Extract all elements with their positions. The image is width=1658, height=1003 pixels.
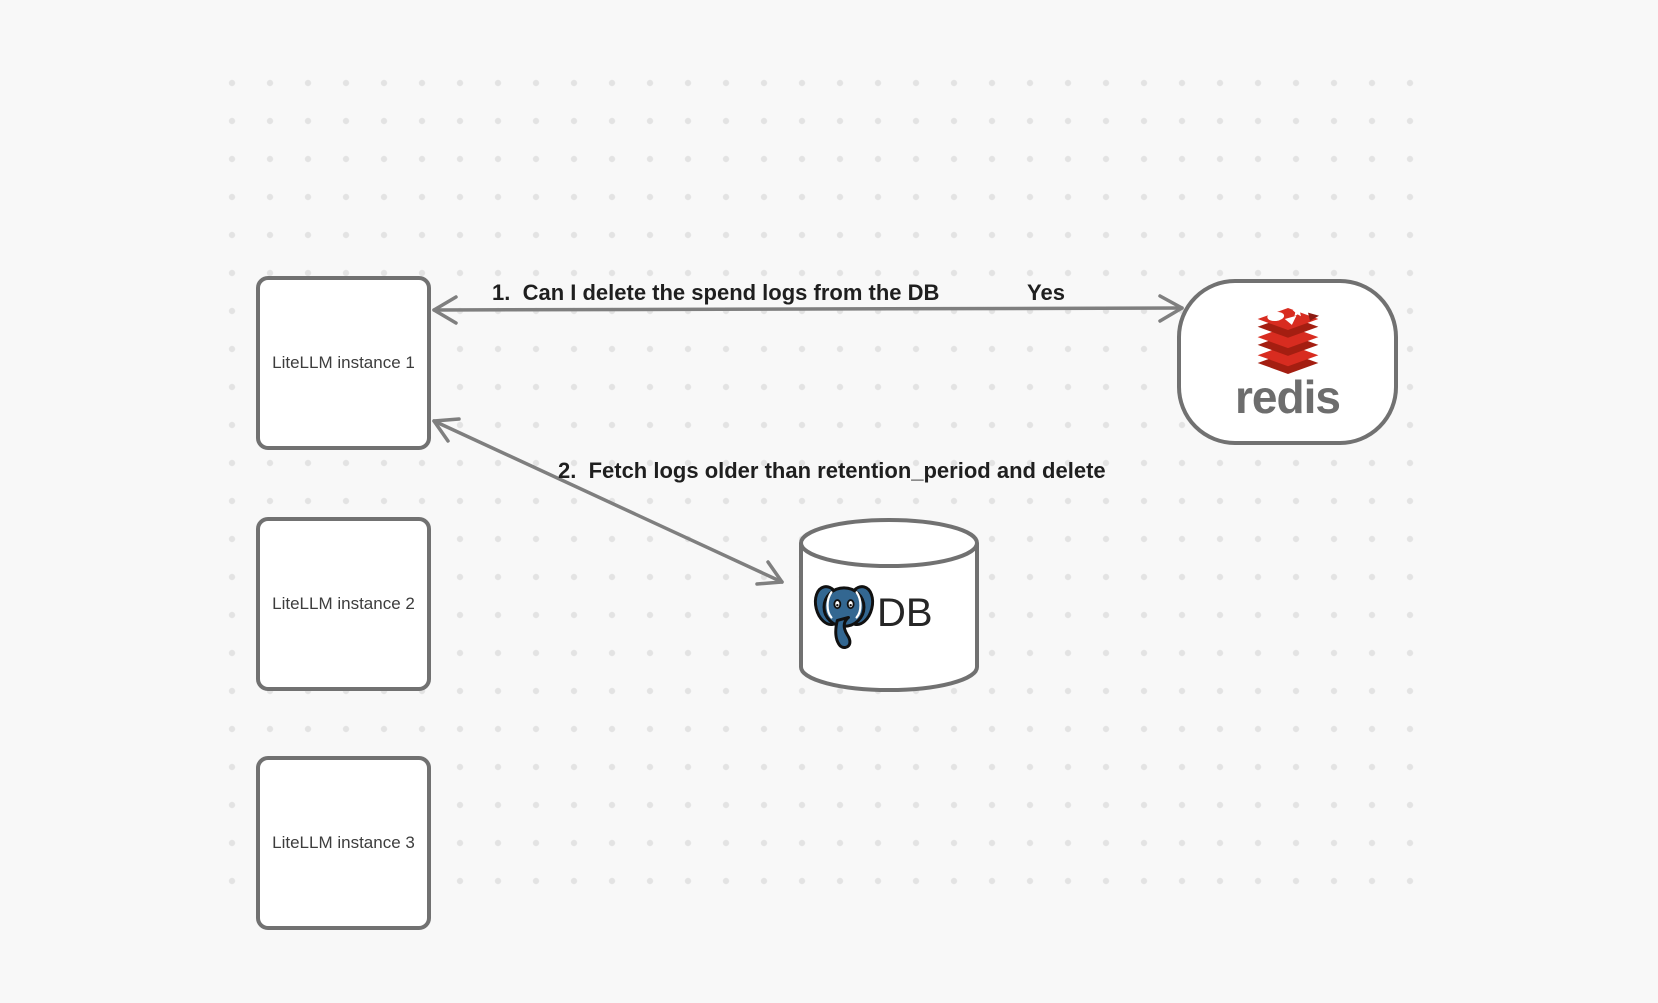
node-litellm-instance-2[interactable]: LiteLLM instance 2 bbox=[256, 517, 431, 691]
node-litellm-instance-3-label: LiteLLM instance 3 bbox=[272, 833, 415, 852]
node-database[interactable]: DB bbox=[795, 514, 983, 696]
postgresql-elephant-icon bbox=[813, 585, 875, 649]
node-litellm-instance-1-label: LiteLLM instance 1 bbox=[272, 353, 415, 372]
database-label: DB bbox=[877, 590, 933, 635]
node-litellm-instance-1[interactable]: LiteLLM instance 1 bbox=[256, 276, 431, 450]
node-redis[interactable]: redis bbox=[1177, 279, 1398, 445]
redis-wordmark: redis bbox=[1235, 370, 1341, 423]
redis-logo-icon bbox=[1257, 305, 1319, 374]
node-litellm-instance-3[interactable]: LiteLLM instance 3 bbox=[256, 756, 431, 930]
database-cylinder-icon bbox=[799, 518, 979, 692]
arrow1-label[interactable]: 1. Can I delete the spend logs from the … bbox=[492, 280, 940, 305]
node-litellm-instance-2-label: LiteLLM instance 2 bbox=[272, 594, 415, 613]
arrow2-label[interactable]: 2. Fetch logs older than retention_perio… bbox=[558, 458, 1106, 483]
arrow1-response-label[interactable]: Yes bbox=[1027, 280, 1065, 305]
